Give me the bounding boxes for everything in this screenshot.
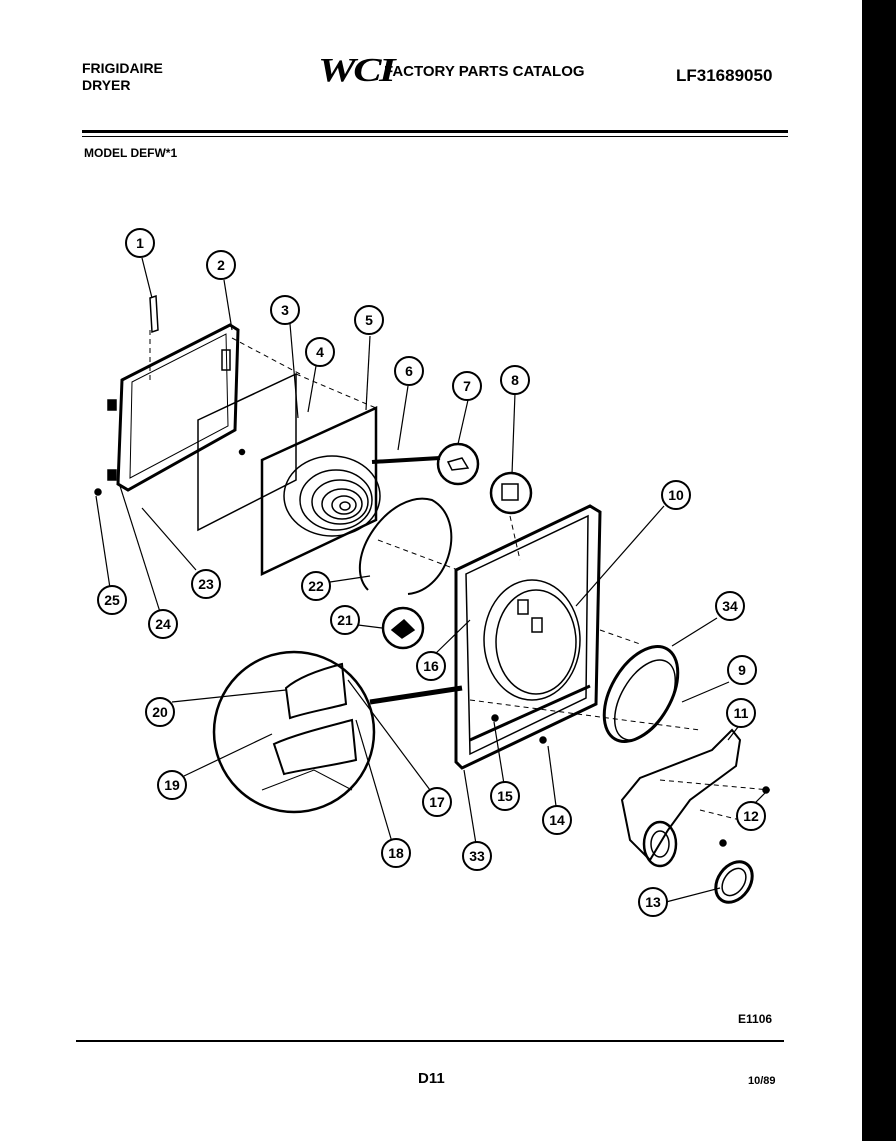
callout-3: 3 — [281, 302, 289, 318]
catalog-page: FRIGIDAIRE DRYER WCI FACTORY PARTS CATAL… — [0, 0, 862, 1141]
part-5-heater-frame — [260, 406, 378, 576]
callout-14: 14 — [549, 812, 565, 828]
brand-block: FRIGIDAIRE DRYER — [82, 60, 163, 94]
exploded-parts-diagram: 1 2 3 4 5 6 7 8 10 34 9 11 12 13 14 15 3… — [94, 228, 771, 917]
product-type: DRYER — [82, 77, 131, 93]
callout-13: 13 — [645, 894, 661, 910]
callout-22: 22 — [308, 578, 324, 594]
part-8-switch — [489, 471, 533, 515]
callout-15: 15 — [497, 788, 513, 804]
callout-23: 23 — [198, 576, 214, 592]
detail-magnifier — [212, 650, 376, 814]
callout-21: 21 — [337, 612, 353, 628]
callout-17: 17 — [429, 794, 445, 810]
callout-1: 1 — [136, 235, 144, 251]
part-number: LF31689050 — [676, 66, 773, 85]
callout-8: 8 — [511, 372, 519, 388]
callout-16: 16 — [423, 658, 439, 674]
part-33-front-panel — [454, 504, 602, 770]
callout-7: 7 — [463, 378, 471, 394]
part-2-panel — [116, 323, 240, 492]
model-label: MODEL DEFW*1 — [84, 146, 178, 160]
callout-2: 2 — [217, 257, 225, 273]
part-9-seal — [613, 659, 677, 741]
callout-10: 10 — [668, 487, 684, 503]
callout-19: 19 — [164, 777, 180, 793]
brand-name: FRIGIDAIRE — [82, 60, 163, 76]
header-rule-thin — [82, 136, 788, 137]
part-21-bracket — [381, 606, 425, 650]
part-7-clip — [436, 442, 480, 486]
callout-4: 4 — [316, 344, 324, 360]
footer-rule — [76, 1040, 784, 1042]
header-rule — [82, 130, 788, 133]
callout-33: 33 — [469, 848, 485, 864]
wci-logo: WCI — [318, 52, 396, 89]
callout-group: 1 2 3 4 5 6 7 8 10 34 9 11 12 13 14 15 3… — [97, 228, 766, 917]
callout-20: 20 — [152, 704, 168, 720]
callout-18: 18 — [388, 845, 404, 861]
page-code: D11 — [418, 1070, 445, 1087]
callout-9: 9 — [738, 662, 746, 678]
part-13-ring — [714, 860, 754, 904]
part-3-sheet — [197, 372, 297, 532]
part-1-handle — [149, 294, 159, 334]
callout-11: 11 — [734, 705, 749, 721]
illustration-code: E1106 — [738, 1012, 773, 1026]
callout-6: 6 — [405, 363, 413, 379]
callout-25: 25 — [104, 592, 120, 608]
callout-12: 12 — [743, 808, 759, 824]
callout-24: 24 — [155, 616, 171, 632]
part-22-ring — [358, 497, 453, 595]
callout-34: 34 — [722, 598, 738, 614]
callout-5: 5 — [365, 312, 373, 328]
catalog-date: 10/89 — [748, 1075, 776, 1087]
part-34-gasket — [602, 645, 680, 743]
part-11-duct — [620, 728, 742, 862]
catalog-title: FACTORY PARTS CATALOG — [384, 63, 585, 80]
